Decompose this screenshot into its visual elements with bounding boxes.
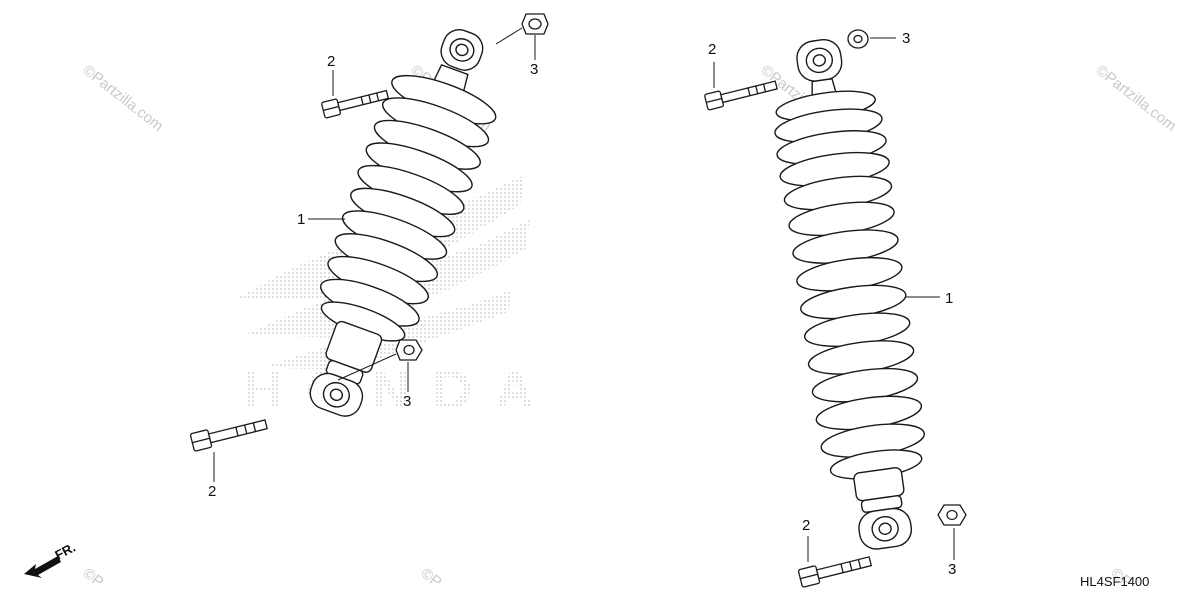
left-bottom-bolt <box>189 419 268 452</box>
right-top-nut <box>847 29 869 49</box>
watermark-6: ©P <box>418 565 445 591</box>
callout-right-top-bolt: 2 <box>708 41 716 58</box>
callout-left-top-nut: 3 <box>530 61 538 78</box>
left-leader-lines <box>213 27 536 482</box>
left-shock-absorber <box>309 29 497 417</box>
callout-right-bottom-nut: 3 <box>948 561 956 578</box>
callout-left-shock: 1 <box>297 211 305 228</box>
watermark-5: ©P <box>80 565 107 591</box>
left-coil-spring <box>320 74 497 342</box>
left-top-nut <box>521 13 549 35</box>
left-bottom-nut <box>395 339 423 361</box>
right-bottom-bolt <box>797 556 873 588</box>
callout-left-top-bolt: 2 <box>327 53 335 70</box>
callout-left-bottom-nut: 3 <box>403 393 411 410</box>
honda-logo-text: HONDA <box>244 360 534 420</box>
callout-left-bottom-bolt: 2 <box>208 483 216 500</box>
right-coil-spring <box>774 108 925 480</box>
left-top-bolt <box>321 89 390 119</box>
watermark-layer: ©Partzilla.com ©Partzilla.com ©Partzilla… <box>80 62 1180 591</box>
callout-right-shock: 1 <box>945 290 953 307</box>
right-bottom-nut <box>937 504 967 526</box>
front-direction-arrow-icon: FR. <box>24 540 78 578</box>
callout-right-top-nut: 3 <box>902 30 910 47</box>
right-leader-lines <box>713 37 955 562</box>
watermark-4: ©Partzilla.com <box>1093 62 1180 135</box>
right-top-bolt <box>704 80 778 111</box>
right-shock-absorber <box>774 38 925 550</box>
diagram-code: HL4SF1400 <box>1080 574 1149 589</box>
watermark-1: ©Partzilla.com <box>80 62 167 135</box>
callout-right-bottom-bolt: 2 <box>802 517 810 534</box>
